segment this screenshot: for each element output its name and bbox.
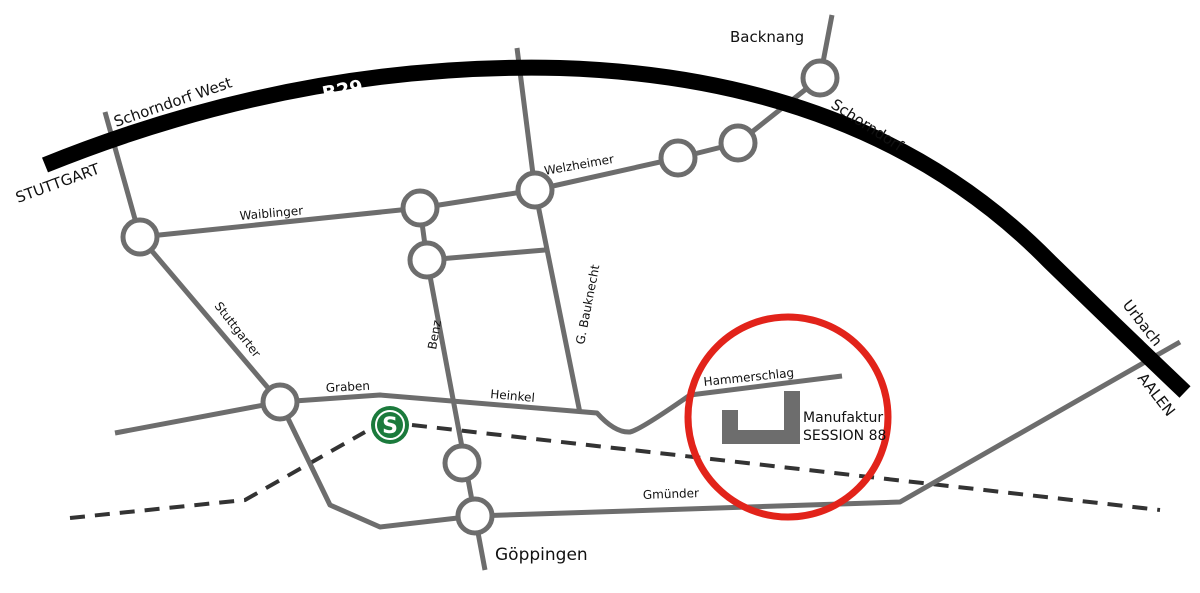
roundabout [407,240,447,280]
destination-highlight-circle [684,313,892,521]
label-goeppingen: Göppingen [495,545,588,565]
label-heinkel: Heinkel [490,387,536,405]
road-bauknecht [514,47,583,414]
label-gmuender: Gmünder [643,486,700,502]
road-gmuender [474,339,1182,519]
road-stuttgarter [102,111,476,530]
road-connector [426,247,546,263]
road-graben-heinkel [114,373,843,436]
building-icon [722,391,800,444]
destination-name: Manufaktur [803,410,883,426]
roundabouts [120,58,840,536]
roundabout [800,58,840,98]
roundabout [658,138,698,178]
s-bahn-icon: S [371,406,409,444]
label-benz: Benz [425,319,444,351]
roundabout [120,217,160,257]
roundabout [400,188,440,228]
highway-b29 [42,59,1191,398]
label-backnang: Backnang [730,28,804,46]
roundabout [442,443,482,483]
label-graben: Graben [325,379,370,395]
roundabout [455,496,495,536]
road-waiblinger [139,14,835,240]
roundabout [260,382,300,422]
label-waiblinger: Waiblinger [239,203,304,222]
roundabout [718,123,758,163]
railway-line [69,423,1161,520]
s-bahn-symbol: S [382,414,398,439]
roundabout [515,170,555,210]
label-bauknecht: G. Bauknecht [573,263,602,345]
destination-subname: SESSION 88 [803,428,886,444]
